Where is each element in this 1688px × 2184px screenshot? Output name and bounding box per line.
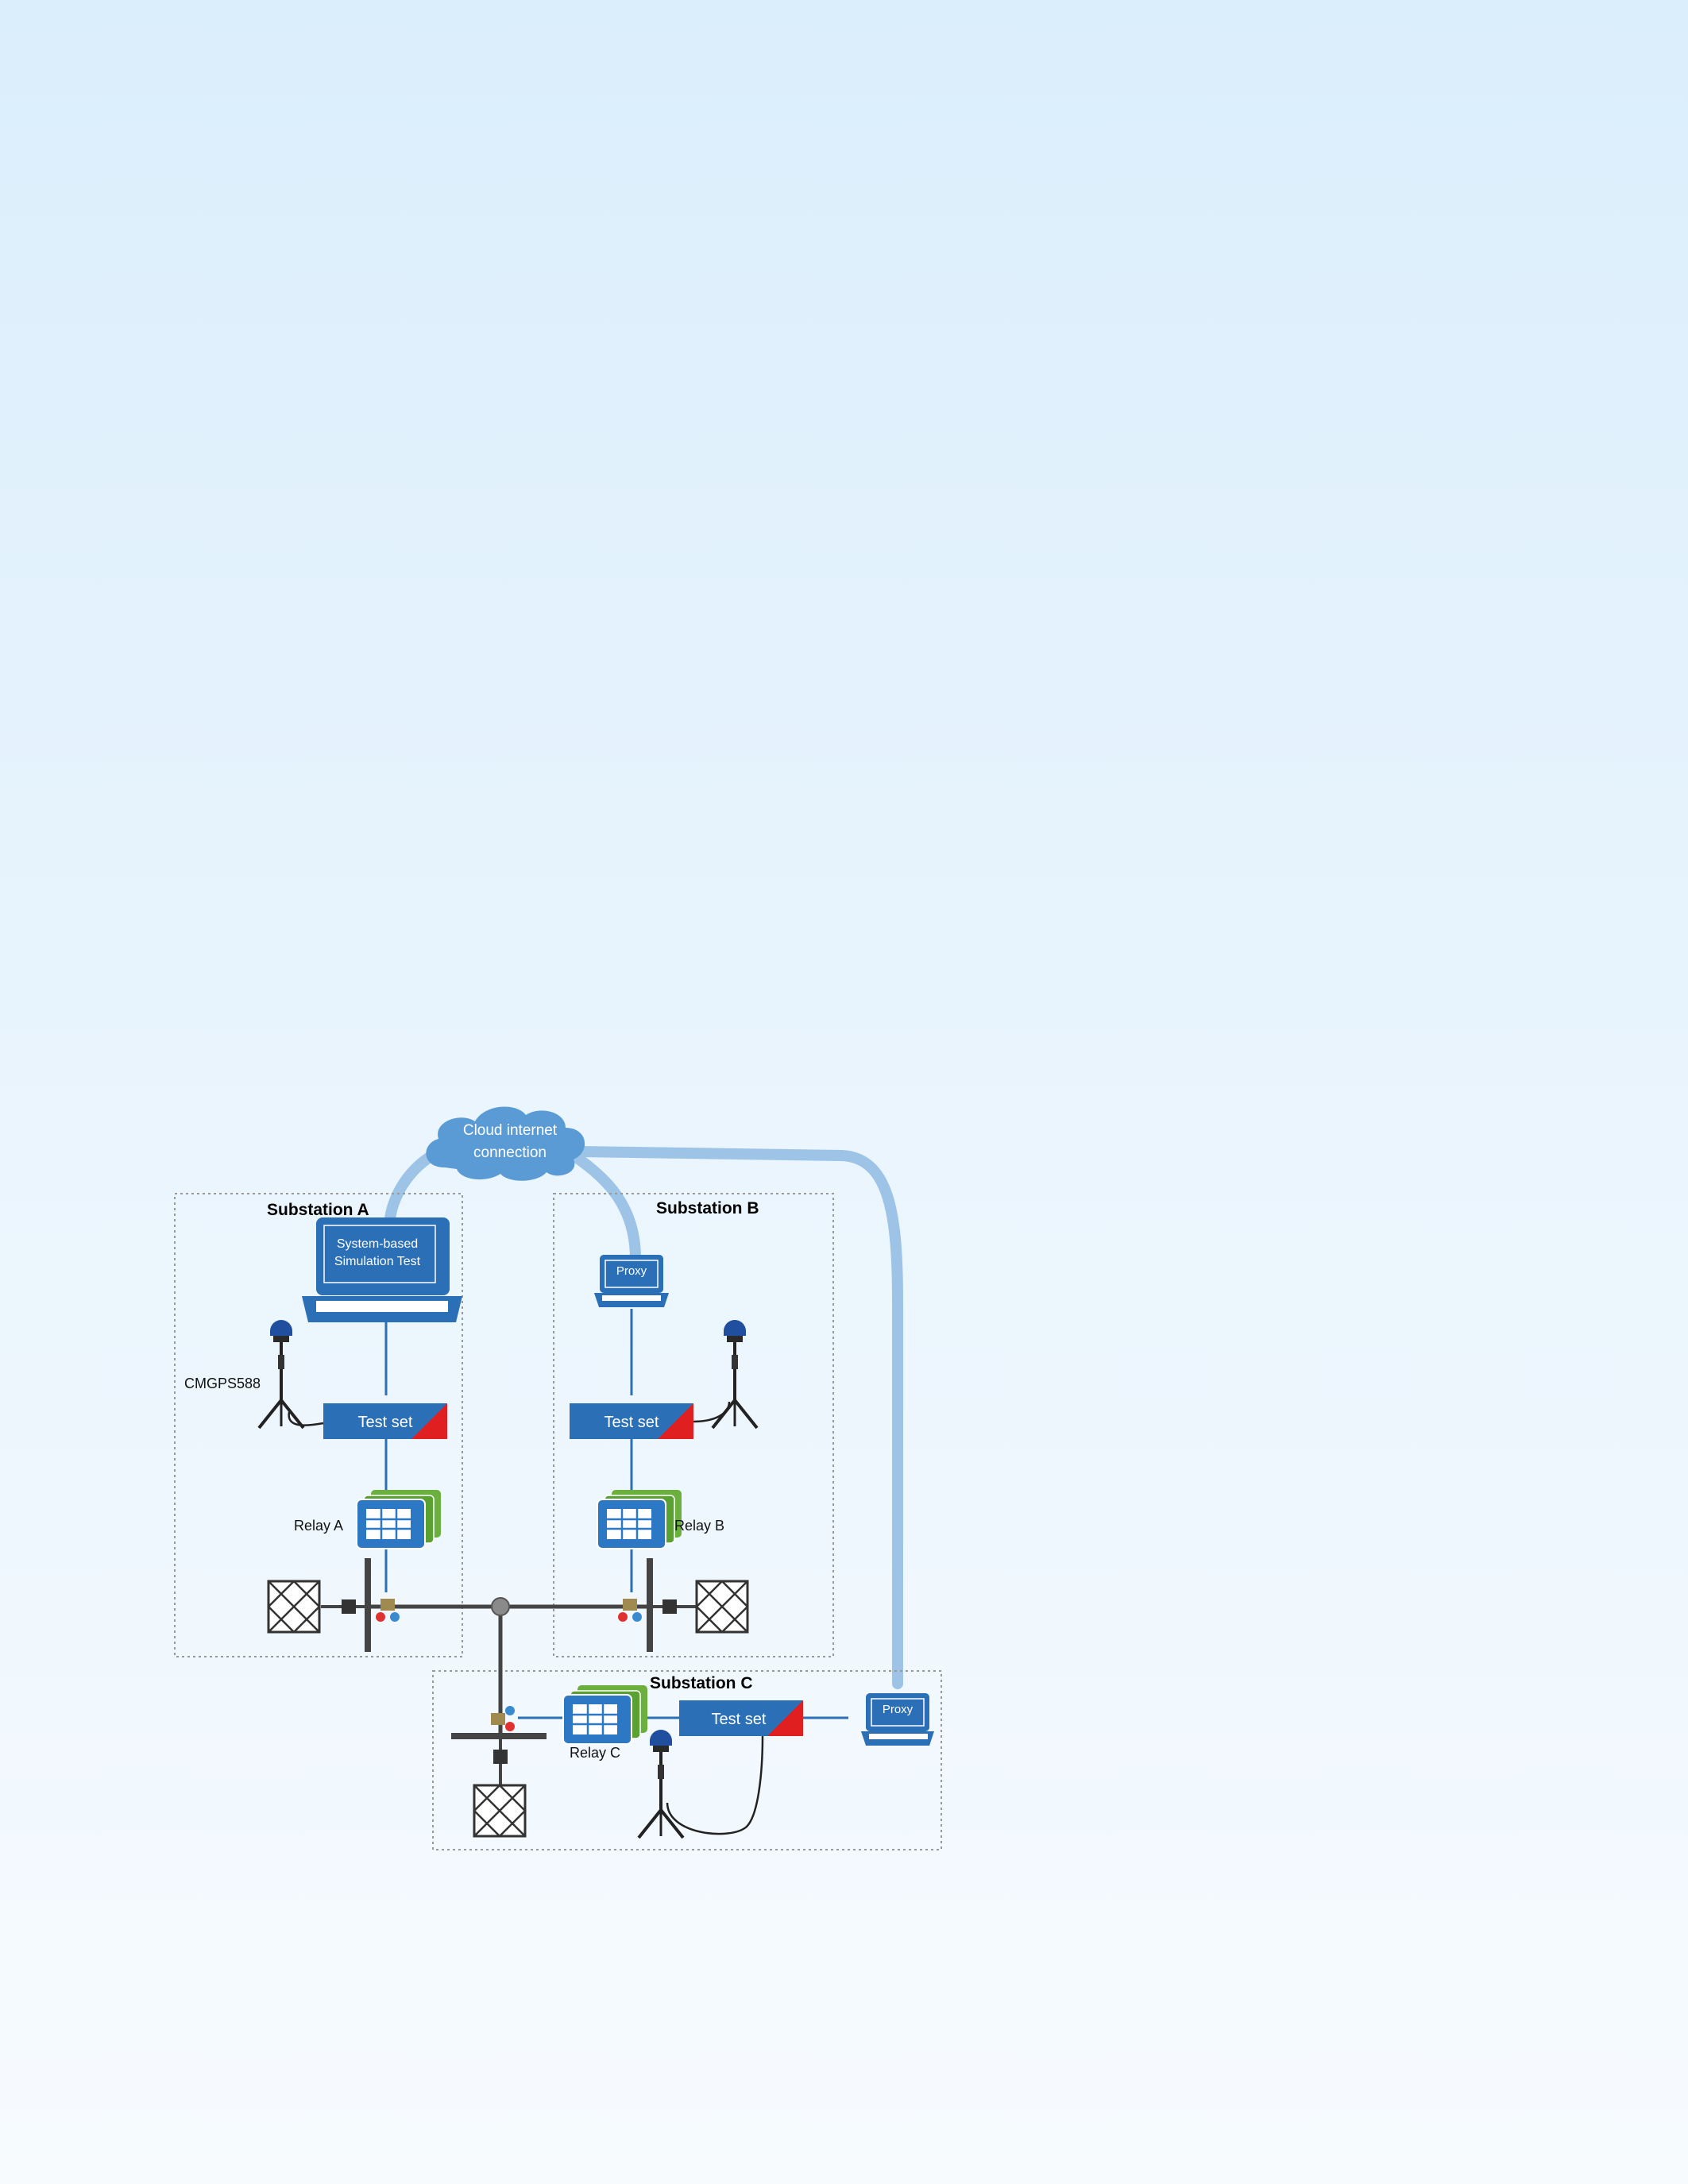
gps-label: CMGPS588 xyxy=(184,1376,261,1391)
grid-a-icon xyxy=(267,1580,321,1634)
cloud-label-line1: Cloud internet xyxy=(463,1122,558,1139)
proxy-c-label: Proxy xyxy=(883,1703,914,1716)
cloud-label-line2: connection xyxy=(473,1144,547,1161)
power-network xyxy=(321,1558,696,1795)
relay-a-icon xyxy=(355,1488,442,1550)
sensor-a-icon xyxy=(376,1599,400,1622)
grid-c-icon xyxy=(473,1784,527,1838)
proxy-b-label: Proxy xyxy=(616,1264,647,1278)
relay-b-label: Relay B xyxy=(674,1518,724,1534)
testset-c-label: Test set xyxy=(712,1711,767,1728)
device-links xyxy=(384,1309,848,1719)
relay-c-label: Relay C xyxy=(570,1745,620,1761)
substation-b-title: Substation B xyxy=(656,1199,759,1217)
testset-c: Test set xyxy=(679,1700,803,1736)
substation-c-title: Substation C xyxy=(650,1674,753,1692)
breaker-c xyxy=(493,1750,508,1764)
relay-c-icon xyxy=(562,1684,649,1746)
laptop-a-icon: System-based Simulation Test xyxy=(302,1217,462,1322)
testset-a: Test set xyxy=(323,1403,447,1439)
testset-a-label: Test set xyxy=(358,1414,413,1431)
proxy-b-icon: Proxy xyxy=(594,1255,669,1307)
proxy-c-icon: Proxy xyxy=(861,1693,934,1746)
substation-a-box xyxy=(174,1193,463,1657)
junction-node xyxy=(491,1597,510,1616)
gps-antenna-a-icon xyxy=(257,1318,324,1430)
cloud-icon: Cloud internet connection xyxy=(426,1106,585,1181)
laptop-a-line1: System-based xyxy=(337,1237,418,1251)
relay-a-label: Relay A xyxy=(294,1518,343,1534)
substation-a-title: Substation A xyxy=(267,1201,369,1219)
substation-b-box xyxy=(553,1193,834,1657)
gps-antenna-c-icon xyxy=(637,1728,764,1839)
gps-antenna-b-icon xyxy=(693,1318,759,1430)
testset-b-label: Test set xyxy=(605,1414,659,1431)
substation-c-box xyxy=(432,1670,942,1850)
laptop-a-line2: Simulation Test xyxy=(334,1255,421,1268)
grid-b-icon xyxy=(695,1580,749,1634)
testset-b: Test set xyxy=(570,1403,693,1439)
sensor-b-icon xyxy=(618,1599,642,1622)
breaker-b xyxy=(662,1599,677,1614)
sensor-c-icon xyxy=(491,1706,515,1731)
relay-b-icon xyxy=(596,1488,683,1550)
breaker-a xyxy=(342,1599,356,1614)
